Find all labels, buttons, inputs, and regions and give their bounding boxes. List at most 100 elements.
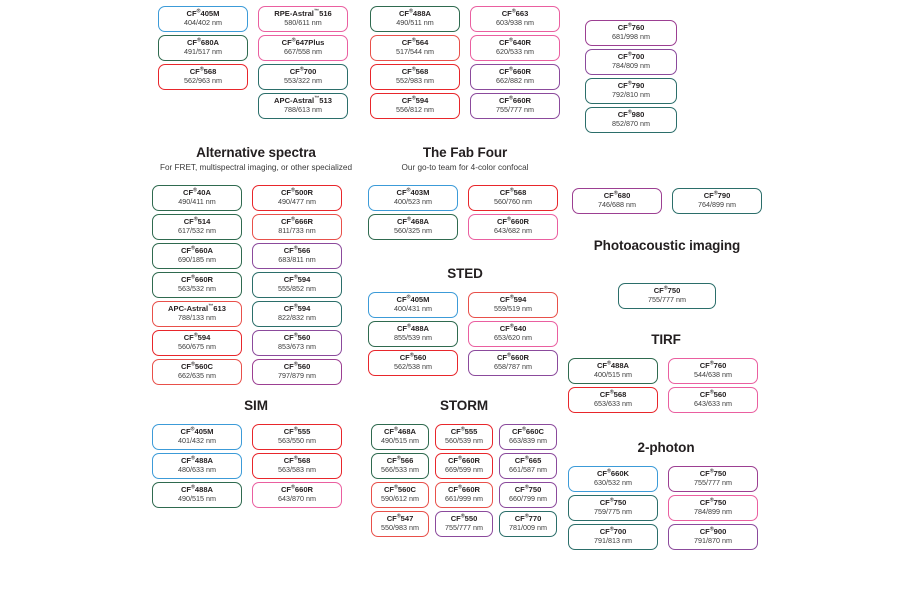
- group-title: Alternative spectra: [196, 145, 316, 160]
- dye-name: CF®564: [401, 37, 429, 47]
- dye-name: CF®594: [283, 303, 311, 313]
- dye-wavelengths: 853/673 nm: [278, 341, 316, 351]
- trademark-mark: ®: [291, 216, 295, 223]
- dye-name: CF®568: [401, 66, 429, 76]
- dye-name: CF®660K: [596, 468, 630, 478]
- dye-name: CF®666R: [280, 216, 314, 226]
- dye-wavelengths: 517/544 nm: [396, 46, 434, 56]
- trademark-mark: ®: [191, 455, 195, 462]
- trademark-mark: ®: [291, 187, 295, 194]
- trademark-mark: ®: [709, 389, 714, 396]
- dye-wavelengths: 653/620 nm: [494, 332, 532, 342]
- dye-wavelengths: 755/777 nm: [694, 477, 732, 487]
- dye-name: CF®488A: [180, 484, 214, 494]
- trademark-mark: ®: [396, 455, 401, 462]
- dye-wavelengths: 550/983 nm: [381, 522, 419, 532]
- dye-wavelengths: 560/325 nm: [394, 225, 432, 235]
- trademark-mark: ®: [458, 484, 462, 491]
- dye-wavelengths: 617/532 nm: [178, 225, 216, 235]
- trademark-mark: ®: [709, 497, 714, 504]
